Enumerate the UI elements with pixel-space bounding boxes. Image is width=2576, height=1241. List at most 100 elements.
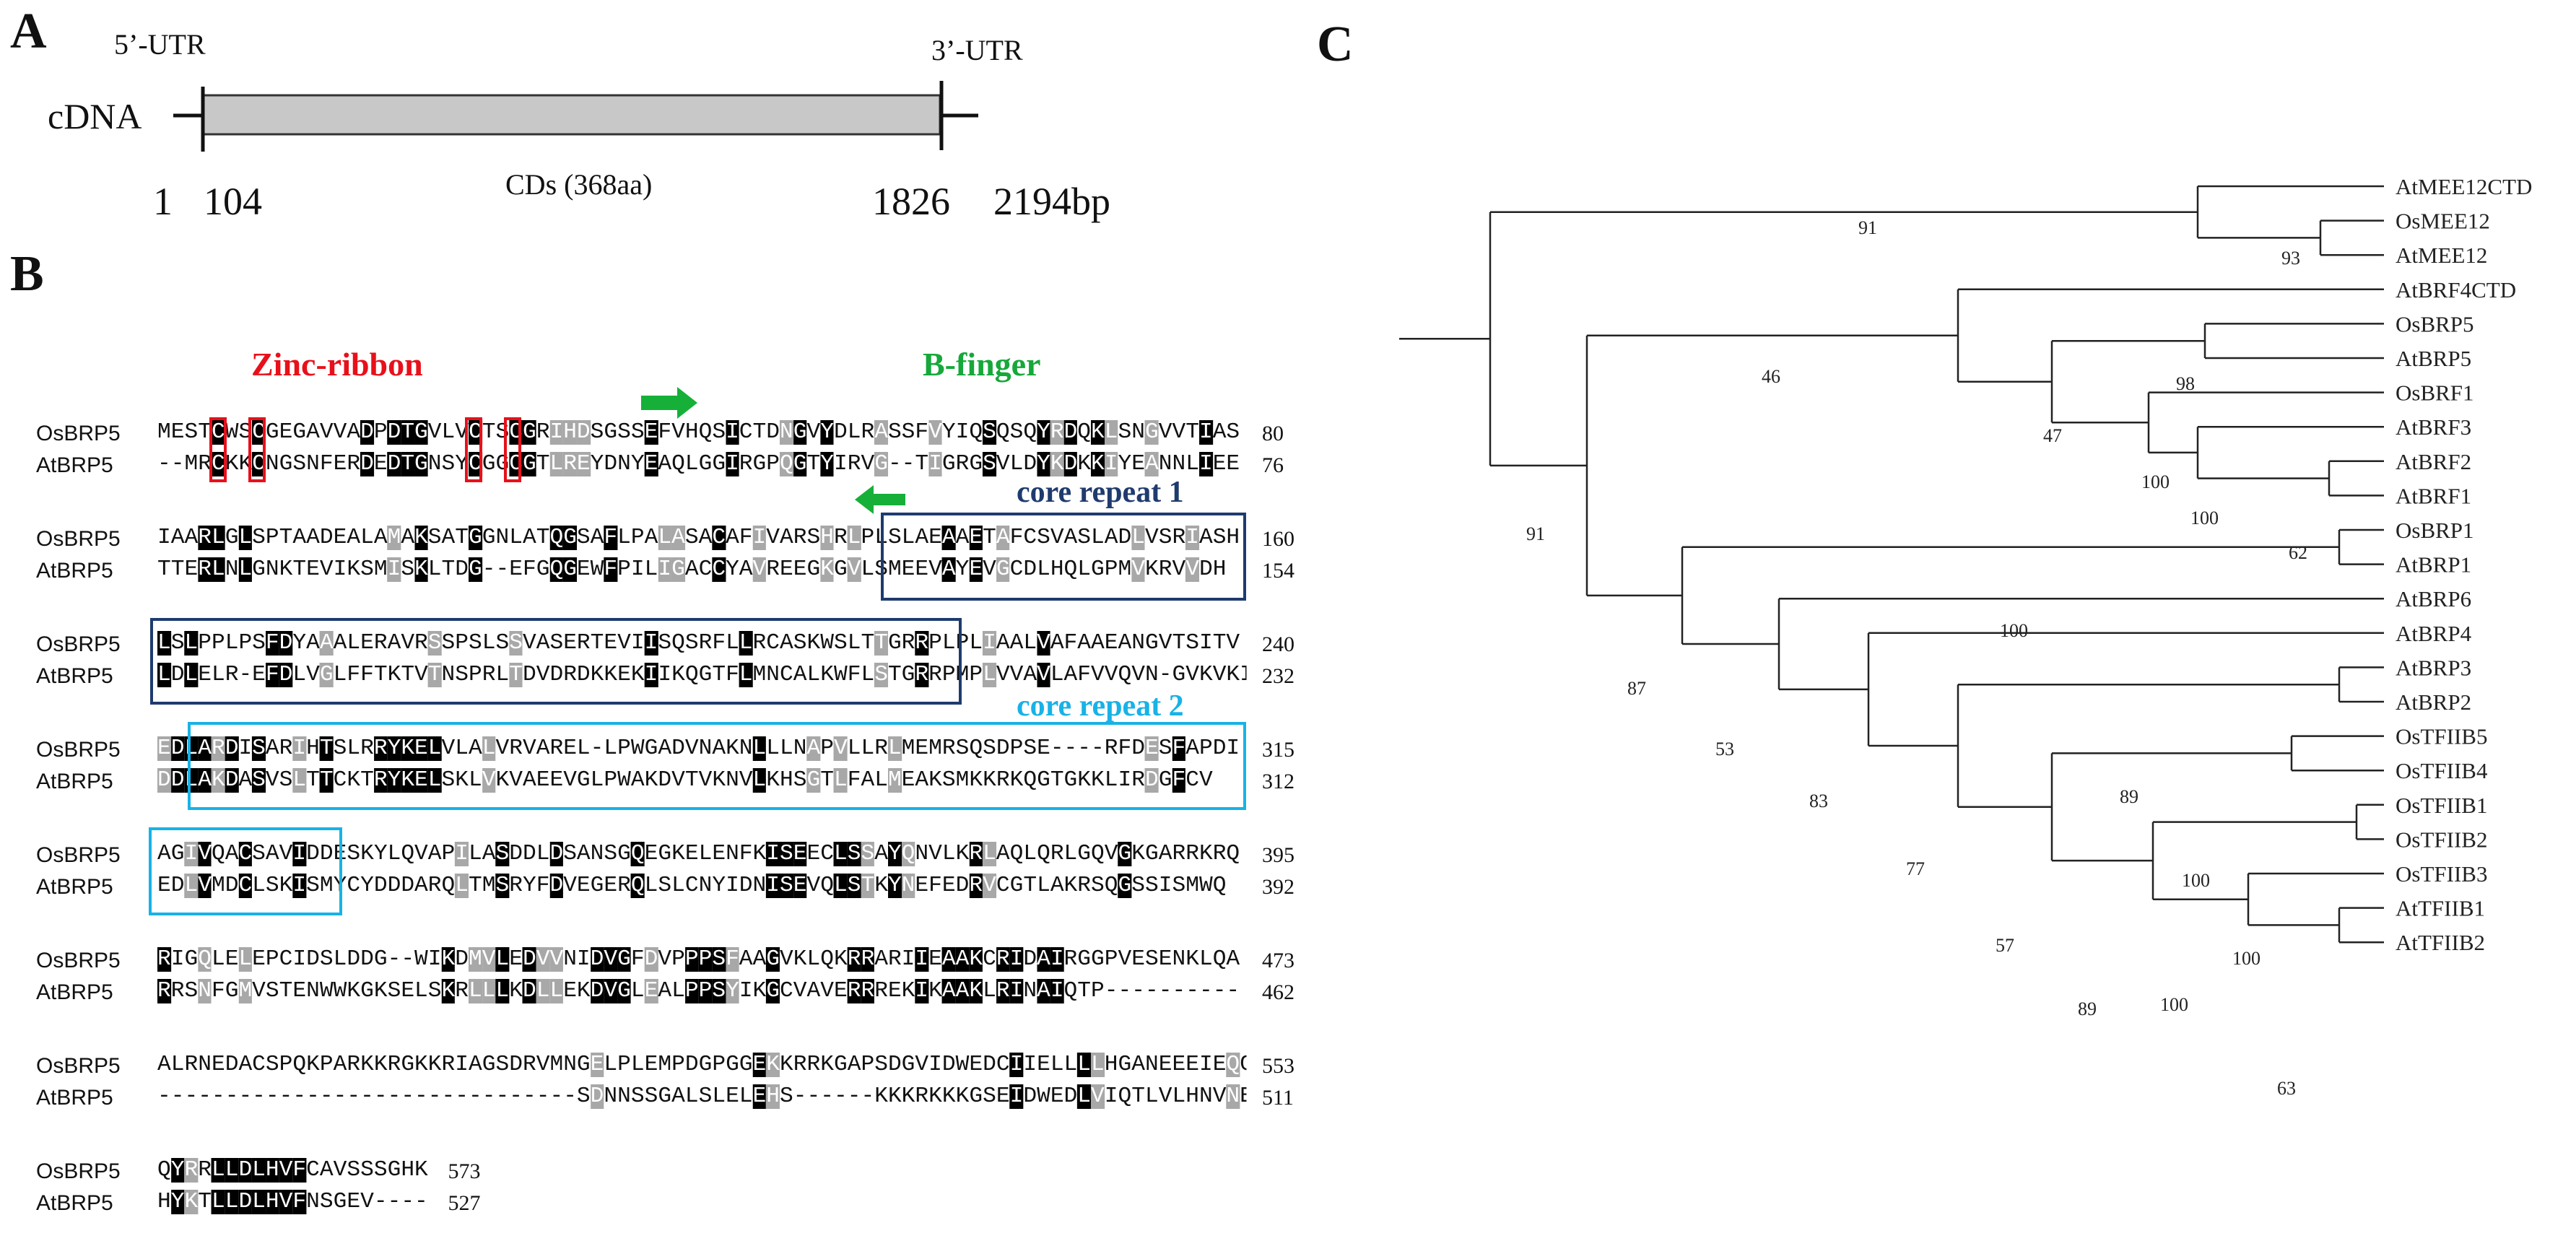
- bootstrap-value: 89: [2120, 786, 2138, 807]
- seq-end-position-at: 76: [1262, 453, 1284, 477]
- tree-leaf-label: AtBRF3: [2396, 414, 2471, 440]
- seq-end-position-os: 240: [1262, 632, 1294, 656]
- seq-residues-os: ALRNEDACSPQKPARKKRGKKRIAGSDRVMNGELPLEMPD…: [157, 1053, 1246, 1077]
- core-repeat-1-box-b: [150, 618, 962, 705]
- bootstrap-value: 87: [1627, 678, 1646, 699]
- position-1826: 1826: [872, 180, 950, 223]
- tree-leaf-label: AtBRF2: [2396, 449, 2471, 474]
- seq-name-os: OsBRP5: [36, 632, 121, 656]
- core-repeat-2-box-a: [188, 722, 1246, 810]
- position-2194bp: 2194bp: [993, 180, 1110, 223]
- tree-leaf-label: OsTFIIB5: [2396, 724, 2487, 749]
- seq-residues-at: -------------------------------SDNNSSGAL…: [157, 1084, 1246, 1109]
- tree-leaf-label: AtBRF4CTD: [2396, 277, 2516, 302]
- tree-leaf-label: AtBRP4: [2396, 621, 2472, 646]
- seq-name-at: AtBRP5: [36, 1086, 113, 1110]
- tree-leaf-label: OsBRP1: [2396, 518, 2474, 543]
- tree-leaf-label: OsBRF1: [2396, 380, 2474, 406]
- seq-end-position-at: 392: [1262, 875, 1294, 899]
- seq-name-os: OsBRP5: [36, 422, 121, 445]
- bootstrap-value: 100: [2190, 508, 2219, 528]
- tree-leaf-label: OsBRP5: [2396, 311, 2474, 336]
- panel-letter-c: C: [1317, 17, 1354, 72]
- bootstrap-value: 62: [2289, 542, 2307, 563]
- bootstrap-value: 100: [2232, 948, 2260, 969]
- seq-residues-os: IAARLGLSPTAADEALAMAKSATGGNLATQGSAFLPALAS…: [157, 526, 1240, 550]
- zinc-box-3: [465, 417, 482, 482]
- seq-residues-at: DDLAKDASVSLTTCKTRYKELSKLVKVAEEVGLPWAKDVT…: [157, 768, 1213, 793]
- seq-end-position-at: 462: [1262, 980, 1294, 1004]
- bootstrap-value: 57: [1996, 935, 2014, 956]
- bootstrap-value: 47: [2043, 425, 2062, 446]
- seq-end-position-at: 527: [448, 1191, 481, 1215]
- seq-residues-at: LDLELR-EFDLVGLFFTKTVTNSPRLTDVDRDKKEKIIKQ…: [157, 663, 1246, 687]
- seq-end-position-os: 80: [1262, 422, 1284, 445]
- utr3-label: 3’-UTR: [931, 34, 1023, 66]
- bootstrap-value: 77: [1906, 858, 1925, 879]
- core-repeat-2-label: core repeat 2: [1017, 689, 1184, 723]
- bootstrap-value: 89: [2078, 998, 2097, 1019]
- b-finger-arrow-right: [641, 387, 697, 419]
- tree-leaf-label: AtMEE12CTD: [2396, 174, 2532, 199]
- tree-leaf-label: OsMEE12: [2396, 209, 2490, 234]
- zinc-ribbon-label: Zinc-ribbon: [251, 346, 423, 383]
- seq-end-position-at: 511: [1262, 1086, 1294, 1110]
- core-repeat-1-box-a: [881, 513, 1246, 601]
- tree-leaf-label: OsTFIIB4: [2396, 758, 2488, 783]
- zinc-box-2: [248, 417, 266, 482]
- bootstrap-value: 100: [2160, 994, 2188, 1015]
- seq-residues-os: MESTCWSCGEGAVVADPDTGVLVCTSCGRIHDSGSSEFVH…: [157, 420, 1240, 445]
- core-repeat-1-label: core repeat 1: [1017, 476, 1184, 509]
- bootstrap-value: 100: [2182, 870, 2210, 891]
- cdna-gene-diagram: [173, 81, 978, 152]
- tree-leaf-label: AtTFIIB2: [2396, 930, 2485, 955]
- core-repeat-2-box-b: [149, 827, 342, 915]
- seq-end-position-at: 154: [1262, 559, 1294, 583]
- seq-name-at: AtBRP5: [36, 453, 113, 477]
- bootstrap-value: 63: [2277, 1078, 2296, 1099]
- cdna-label: cDNA: [48, 96, 142, 136]
- tree-leaf-label: AtBRP1: [2396, 552, 2471, 578]
- alignment-annotations: [149, 387, 1246, 915]
- bootstrap-value: 46: [1762, 366, 1780, 387]
- seq-residues-at: TTERLNLGNKTEVIKSMISKLTDG--EFGQGEWFPILIGA…: [157, 557, 1227, 582]
- seq-residues-at: EDLVMDCLSKISMYCYDDDARQLTMSRYFDVEGERQLSLC…: [157, 874, 1227, 898]
- seq-name-at: AtBRP5: [36, 770, 113, 793]
- bootstrap-value: 98: [2176, 373, 2195, 394]
- seq-name-os: OsBRP5: [36, 527, 121, 551]
- panel-letter-a: A: [10, 4, 47, 59]
- bootstrap-value: 91: [1858, 217, 1877, 238]
- seq-end-position-os: 473: [1262, 949, 1294, 972]
- seq-end-position-os: 573: [448, 1159, 481, 1183]
- seq-end-position-at: 312: [1262, 770, 1294, 793]
- seq-residues-os: RIGQLELEPCIDSLDDG--WIKDMVLEDVVNIDVGFDVPP…: [157, 947, 1240, 972]
- seq-residues-os: LSLPPLPSFDYAAALERAVRSSPSLSSVASERTEVIISQS…: [157, 631, 1240, 656]
- bootstrap-value: 83: [1809, 791, 1828, 811]
- seq-residues-at: --MRCKKCNGSNFERDEDTGNSYCGGCGTLREYDNYEAQL…: [157, 452, 1240, 476]
- tree-leaf-label: OsTFIIB2: [2396, 827, 2487, 852]
- position-104: 104: [204, 180, 262, 223]
- seq-name-os: OsBRP5: [36, 1054, 121, 1078]
- b-finger-label: B-finger: [923, 346, 1041, 383]
- tree-leaf-label: AtBRF1: [2396, 483, 2471, 508]
- bootstrap-value: 91: [1526, 523, 1545, 544]
- seq-name-at: AtBRP5: [36, 980, 113, 1004]
- tree-leaf-label: AtBRP5: [2396, 346, 2471, 371]
- seq-end-position-os: 160: [1262, 527, 1294, 551]
- seq-name-os: OsBRP5: [36, 949, 121, 972]
- seq-residues-os: QYRRLLDLHVFCAVSSSGHK: [157, 1158, 428, 1183]
- tree-leaf-label: AtTFIIB1: [2396, 896, 2485, 921]
- seq-residues-at: HYKTLLDLHVFNSGEV----: [157, 1190, 428, 1214]
- bootstrap-value: 100: [2141, 471, 2170, 492]
- bootstrap-value: 53: [1715, 739, 1734, 759]
- seq-name-os: OsBRP5: [36, 738, 121, 762]
- seq-end-position-os: 315: [1262, 738, 1294, 762]
- seq-residues-os: EDLARDISARIHTSLRRYKELVLALVRVAREL-LPWGADV…: [157, 736, 1240, 761]
- bootstrap-value: 100: [2000, 620, 2028, 641]
- zinc-box-4: [504, 417, 521, 482]
- zinc-box-1: [209, 417, 227, 482]
- seq-name-at: AtBRP5: [36, 664, 113, 688]
- tree-leaf-label: AtMEE12: [2396, 243, 2487, 268]
- seq-end-position-os: 553: [1262, 1054, 1294, 1078]
